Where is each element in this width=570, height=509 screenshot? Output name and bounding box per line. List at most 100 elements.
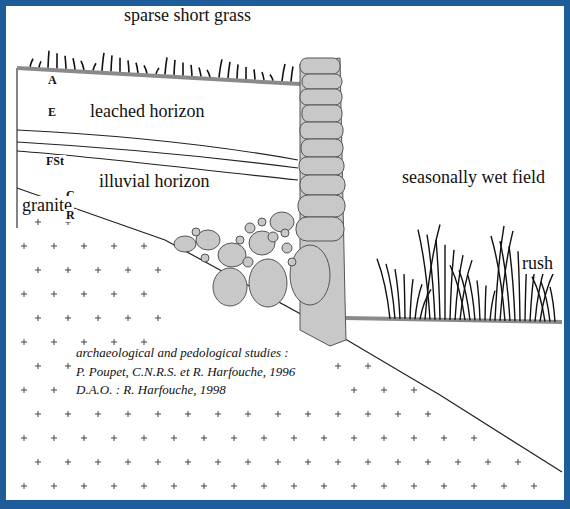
stroke <box>35 411 41 417</box>
stroke <box>381 387 387 393</box>
stroke <box>491 236 505 321</box>
stroke <box>237 64 238 78</box>
stroke <box>81 483 87 489</box>
stroke <box>411 387 417 393</box>
stroke <box>125 315 131 321</box>
stroke <box>125 267 131 273</box>
stroke <box>51 243 57 249</box>
stroke <box>141 291 147 297</box>
stroke <box>450 250 454 320</box>
stroke <box>335 363 341 369</box>
stroke <box>515 459 521 465</box>
stroke <box>125 411 131 417</box>
stroke <box>477 280 480 320</box>
stroke <box>65 459 71 465</box>
stroke <box>119 58 121 72</box>
stroke <box>351 387 357 393</box>
horizon-symbol: FSt <box>44 155 66 168</box>
stroke <box>81 435 87 441</box>
stroke <box>155 267 161 273</box>
stroke <box>410 279 413 319</box>
stroke <box>471 435 477 441</box>
stroke <box>21 387 27 393</box>
stroke <box>254 69 255 79</box>
stroke <box>51 483 57 489</box>
stroke <box>460 260 472 320</box>
stroke <box>377 259 390 319</box>
stroke <box>95 315 101 321</box>
stroke <box>207 70 210 77</box>
stroke <box>261 483 267 489</box>
stroke <box>411 435 417 441</box>
stroke <box>425 224 440 319</box>
stroke <box>51 339 57 345</box>
stroke <box>215 459 221 465</box>
horizon-lines <box>17 130 562 472</box>
stroke <box>425 411 431 417</box>
stroke <box>436 240 440 320</box>
stroke <box>81 61 84 70</box>
stroke <box>111 483 117 489</box>
stroke <box>541 282 550 322</box>
stroke <box>144 65 147 73</box>
stroke <box>501 483 507 489</box>
stroke <box>471 483 477 489</box>
stroke <box>386 264 395 319</box>
stroke <box>93 63 96 70</box>
stroke <box>395 459 401 465</box>
stroke <box>171 435 177 441</box>
granite-crosses <box>21 219 537 489</box>
stroke <box>155 459 161 465</box>
stroke <box>531 483 537 489</box>
credit-note: archaeological and pedological studies : <box>74 346 291 360</box>
stroke <box>165 57 167 74</box>
stroke <box>261 435 267 441</box>
stroke <box>550 287 555 322</box>
rush-tufts <box>377 224 555 321</box>
stroke <box>455 459 461 465</box>
stroke <box>35 363 41 369</box>
stroke <box>81 243 87 249</box>
stroke <box>201 435 207 441</box>
credit-note: D.A.O. : R. Harfouche, 1998 <box>74 383 228 397</box>
stroke <box>21 483 27 489</box>
stroke <box>365 459 371 465</box>
plant-label: rush <box>520 254 555 274</box>
horizon-label: leached horizon <box>88 102 206 122</box>
stroke <box>500 241 510 321</box>
stroke <box>395 269 400 319</box>
stroke <box>262 72 264 80</box>
stroke <box>291 66 293 81</box>
field-label: seasonally wet field <box>400 168 547 188</box>
stroke <box>35 315 41 321</box>
stroke <box>245 459 251 465</box>
grass-tufts <box>30 51 293 82</box>
stroke <box>450 265 465 320</box>
horizon-symbol: A <box>46 74 59 87</box>
grass-surface <box>17 68 300 84</box>
stroke <box>141 339 147 345</box>
plant-label: sparse short grass <box>122 6 253 26</box>
stroke <box>381 435 387 441</box>
stroke <box>468 275 475 320</box>
stroke <box>111 55 112 71</box>
credit-note: P. Poupet, C.N.R.S. et R. Harfouche, 199… <box>74 365 297 379</box>
stroke <box>174 60 175 75</box>
stroke <box>231 435 237 441</box>
stroke <box>411 483 417 489</box>
stroke <box>485 286 486 321</box>
stroke <box>65 363 71 369</box>
stroke <box>111 291 117 297</box>
stroke <box>291 435 297 441</box>
stroke <box>141 435 147 441</box>
stroke <box>231 483 237 489</box>
stroke <box>441 483 447 489</box>
stroke <box>228 62 230 78</box>
horizon-label: illuvial horizon <box>97 172 211 192</box>
stroke <box>35 219 41 225</box>
stroke <box>65 267 71 273</box>
profile-edge <box>16 68 17 228</box>
stroke <box>305 411 311 417</box>
stroke <box>351 435 357 441</box>
stroke <box>136 63 138 73</box>
